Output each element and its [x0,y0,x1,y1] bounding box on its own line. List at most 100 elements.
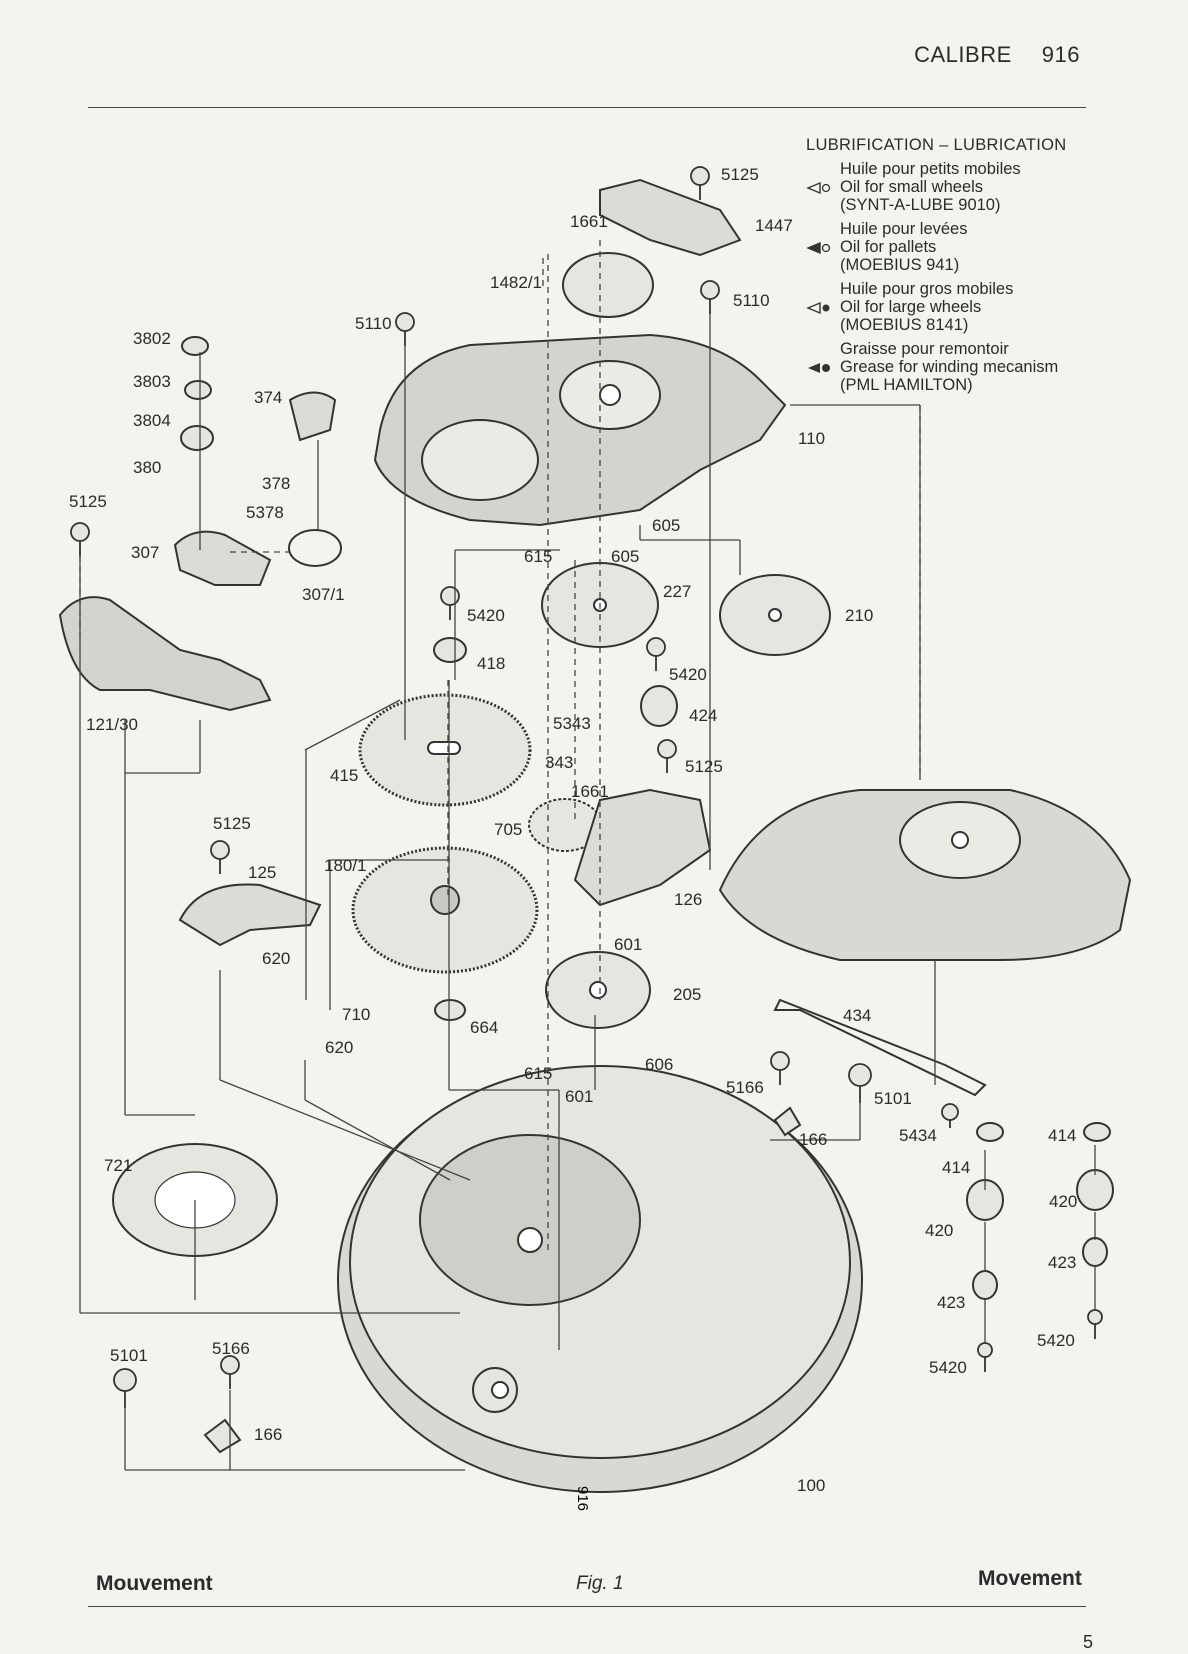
half-filled-arrow-oil-icon [806,220,840,274]
part-label: 615 [524,1064,553,1083]
part-label: 307 [131,543,160,562]
lub-line: Huile pour petits mobiles [840,160,1021,178]
screw [657,739,677,773]
yoke-spring-307-1 [288,529,342,567]
part-label: 307/1 [302,585,345,604]
calibre-number: 916 [1041,42,1080,67]
part-label: 5420 [669,665,707,684]
lub-line: Huile pour gros mobiles [840,280,1014,298]
rotor-1482-1 [562,252,654,318]
part-label: 378 [262,474,291,493]
part-label: 3802 [133,329,171,348]
part-label: 121/30 [86,715,138,734]
plate-marking: 916 [574,1486,591,1511]
part-label: 227 [663,582,692,601]
ratchet-cover-1447 [599,178,742,257]
part-label: 418 [477,654,506,673]
screw [700,280,720,314]
part-label: 620 [262,949,291,968]
screw [395,312,415,346]
part-label: 415 [330,766,359,785]
lubrication-title: LUBRIFICATION – LUBRICATION [806,136,1067,154]
part-label: 5378 [246,503,284,522]
part-label: 3804 [133,411,171,430]
part-label: 205 [673,985,702,1004]
lub-line: Oil for pallets [840,238,937,256]
part-label: 166 [799,1130,828,1149]
screw [70,522,90,556]
footer-right: Movement [978,1567,1082,1590]
part-label: 710 [342,1005,371,1024]
part-label: 423 [937,1293,966,1312]
part-label: 100 [797,1476,826,1495]
lub-line: Graisse pour remontoir [840,340,1009,358]
part-label: 1482/1 [490,273,542,292]
part-label: 705 [494,820,523,839]
part-label: 605 [611,547,640,566]
part-label: 5110 [355,314,392,333]
part-label: 5125 [69,492,107,511]
part-label: 166 [254,1425,283,1444]
lubrication-legend: LUBRIFICATION – LUBRICATION Huile pour p… [806,136,1067,400]
part-label: 210 [845,606,874,625]
part-label: 5125 [721,165,759,184]
part-label: 374 [254,388,283,407]
part-label: 5166 [726,1078,764,1097]
part-label: 3803 [133,372,171,391]
footer-rule [88,1606,1086,1607]
part-label: 5420 [929,1358,967,1377]
part-label: 420 [1049,1192,1078,1211]
part-label: 605 [652,516,681,535]
screw [1087,1309,1103,1339]
hairspring-stud-166 [773,1106,802,1137]
screw [113,1368,137,1408]
footer-left: Mouvement [96,1572,213,1595]
barrel-bridge [373,333,787,527]
balance-recess [419,1134,641,1306]
part-label: 5125 [685,757,723,776]
pinion-424 [640,685,678,727]
part-label: 5125 [213,814,251,833]
lub-line: (MOEBIUS 941) [840,256,960,274]
part-label: 5101 [874,1089,912,1108]
part-label: 601 [614,935,643,954]
screw [440,586,460,620]
lub-line: Oil for small wheels [840,178,984,196]
part-label: 414 [942,1158,971,1177]
part-label: 423 [1048,1253,1077,1272]
calibre-label: CALIBRE [914,42,1012,67]
balance-cock-125 [178,883,322,947]
train-bridge-374 [288,391,337,442]
part-label: 1447 [755,216,793,235]
keyless-bridge-121-30 [58,596,272,712]
lub-line: (SYNT-A-LUBE 9010) [840,196,1001,214]
pallet-bridge-126 [573,788,712,907]
open-arrow-dot-oil-icon [806,280,840,334]
lub-line: Oil for large wheels [840,298,982,316]
part-label: 1661 [570,212,608,231]
part-label: 5110 [733,291,770,310]
part-label: 380 [133,458,162,477]
lub-line: (PML HAMILTON) [840,376,973,394]
part-label: 721 [104,1156,133,1175]
part-label: 615 [524,547,553,566]
part-label: 606 [645,1055,674,1074]
part-label: 620 [325,1038,354,1057]
figure-caption: Fig. 1 [576,1573,624,1594]
part-label: 125 [248,863,277,882]
part-label: 414 [1048,1126,1077,1145]
header-rule [88,107,1086,108]
part-label: 601 [565,1087,594,1106]
screw [646,637,666,671]
automatic-module [718,789,1132,961]
screw [977,1342,993,1372]
part-label: 5101 [110,1346,148,1365]
part-label: 5166 [212,1339,250,1358]
part-label: 180/1 [324,856,367,875]
part-label: 343 [545,753,574,772]
